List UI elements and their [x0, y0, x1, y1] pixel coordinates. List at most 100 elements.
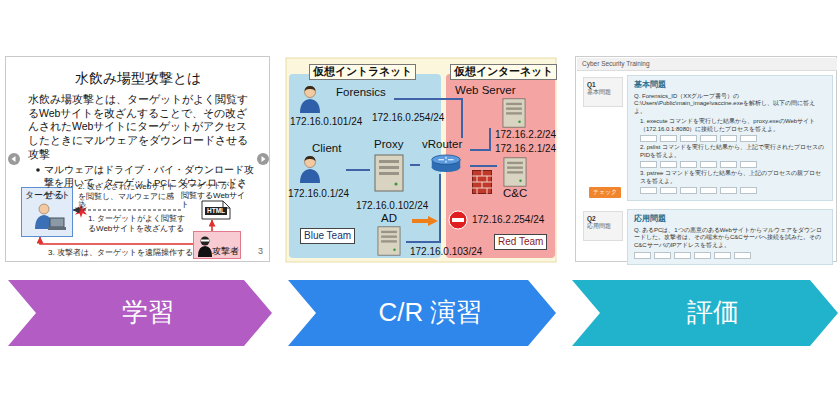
node-label: チェック — [589, 187, 621, 198]
attacker-icon — [197, 234, 213, 258]
node-label: 応用問題 — [634, 214, 826, 224]
network-region: 仮想インターネットWeb ServerC&CRed Team — [446, 74, 555, 258]
inrow-icon — [641, 136, 757, 142]
node-label: 仮想イントラネット — [309, 64, 416, 80]
node-label: 水飲み場型攻撃とは — [6, 69, 269, 87]
node-label: Blue Team — [304, 230, 351, 242]
app-window: Cyber Security TrainingQ1基本問題基本問題Q. Fore… — [575, 56, 837, 262]
website-node: ターゲットがよく閲覧するWebサイトHTML — [181, 181, 253, 220]
router-node: vRouter — [420, 138, 470, 174]
network-backdrop — [286, 58, 556, 262]
ip-address: 172.16.2.2/24 — [495, 129, 556, 141]
server-node: Proxy — [370, 138, 410, 194]
server-icon — [504, 158, 526, 186]
text-slot: 3. 攻撃者は、ターゲットを遠隔操作する — [48, 248, 193, 258]
carl-icon — [8, 153, 20, 165]
text-slot: 1. ターゲットがよく閲覧するWebサイトを改ざんする — [88, 214, 186, 233]
server-node: C&C — [497, 157, 537, 203]
question-panel: 基本問題Q. Forensics_ID（XXグループ番号）のC:\Users\P… — [627, 75, 833, 201]
process-chevron: 学習 — [8, 280, 272, 346]
router-icon — [432, 155, 461, 172]
server-icon — [374, 154, 404, 192]
dot-icon — [36, 168, 40, 172]
node-label: 仮想インターネット — [450, 64, 557, 80]
node-label: Web Server — [455, 84, 516, 98]
chevron-fill — [572, 280, 838, 346]
text-slot: 172.16.2.2/24 — [495, 129, 556, 141]
connector — [410, 164, 420, 166]
person-icon — [300, 156, 320, 183]
node-label: Q1 — [587, 81, 619, 89]
text-slot: 172.16.0.103/24 — [410, 246, 482, 258]
chevron-fill — [288, 280, 556, 346]
team-tag: Blue Team — [300, 228, 355, 244]
text-slot: 仮想インターネット — [450, 64, 557, 80]
server-icon — [503, 99, 525, 127]
host-node: Client — [296, 142, 346, 186]
ip-address: 172.16.0.102/24 — [356, 200, 428, 212]
text-slot: 172.16.0.102/24 — [356, 200, 428, 212]
ip-address: 172.16.0.254/24 — [372, 112, 444, 124]
node-label: vRouter — [422, 138, 462, 152]
noentry-icon — [449, 211, 467, 229]
server-node: Web Server — [455, 84, 529, 128]
fire-icon — [472, 170, 492, 194]
doc-icon — [202, 201, 230, 219]
node-label: C&C — [503, 187, 527, 201]
noentry-icon — [448, 210, 468, 230]
text-slot: 172.16.0.254/24 — [372, 112, 444, 124]
node-label: 1. execute コマンドを実行した結果から、proxy.exeのWebサイ… — [640, 118, 826, 133]
hbar-icon — [577, 58, 837, 71]
connector — [470, 165, 497, 167]
inrow-icon — [634, 252, 754, 259]
node-label: HTML — [205, 207, 227, 215]
question-tab: Q1基本問題 — [583, 77, 623, 107]
inrow-icon — [641, 188, 757, 194]
oarrow-icon — [412, 216, 438, 226]
page-number: 3 — [258, 246, 263, 257]
connector — [211, 220, 213, 231]
process-chevron: 評価 — [572, 280, 838, 346]
oarrow-icon — [412, 216, 438, 226]
text-slot: ターゲット — [25, 190, 70, 201]
carl-icon — [8, 153, 20, 165]
text-slot: ターゲットがよく閲覧するWebサイト — [181, 181, 251, 210]
host-node: Forensics — [298, 84, 394, 114]
inrow-icon — [640, 161, 760, 168]
text-slot: 攻撃者 — [212, 246, 239, 257]
node-label: 学習 — [122, 297, 174, 328]
network-region: 仮想イントラネットForensicsClientProxyADBlue Team — [289, 74, 441, 258]
node-label: Client — [312, 142, 341, 156]
server-icon — [374, 226, 404, 256]
ip-address: 172.16.2.1/24 — [495, 143, 556, 155]
team-tag: Red Team — [494, 234, 547, 250]
text-slot: vRouter — [422, 138, 462, 152]
server-icon — [378, 227, 400, 255]
node-label: Red Team — [498, 236, 543, 248]
ip-address: 172.16.2.254/24 — [472, 214, 544, 226]
inrow-icon — [640, 135, 760, 142]
text-slot: 172.16.0.1/24 — [288, 188, 349, 200]
text-slot: 2. 改ざんされたWebサイトを閲覧し、マルウェアに感染 — [78, 182, 178, 211]
text-slot: C&C — [503, 187, 527, 201]
attacker-box: 攻撃者 — [193, 231, 241, 259]
chevron-fill — [8, 280, 272, 346]
text-slot: 172.16.0.101/24 — [290, 116, 362, 128]
text-slot: Cyber Security Training — [582, 60, 650, 68]
text-slot: AD — [381, 212, 397, 226]
target-icon — [35, 204, 66, 230]
text-slot: 3 — [258, 246, 263, 257]
connector — [470, 128, 490, 150]
node-label: 2. pslist コマンドを実行した結果から、上記で実行されたプロセスのPID… — [640, 144, 826, 159]
node-label: Q2 — [587, 215, 619, 223]
check-button: チェック — [589, 187, 621, 198]
node-label: Q. Forensics_ID（XXグループ番号）のC:\Users\Publi… — [634, 93, 826, 116]
question-panel: 応用問題Q. あるPCは、1つの悪意のあるWebサイトからマルウェアをダウンロー… — [627, 209, 833, 265]
node-label: 3. pstree コマンドを実行した結果から、上記のプロセスの親プロセスを答え… — [640, 170, 826, 185]
carr-icon — [257, 153, 269, 165]
inrow-icon — [640, 187, 760, 194]
node-label: C/R 演習 — [378, 297, 482, 328]
node-label: AD — [381, 212, 397, 226]
node-label: 水飲み場攻撃とは、ターゲットがよく閲覧するWebサイトを改ざんすることで、その改… — [28, 93, 255, 161]
node-label: 攻撃者 — [212, 246, 239, 257]
